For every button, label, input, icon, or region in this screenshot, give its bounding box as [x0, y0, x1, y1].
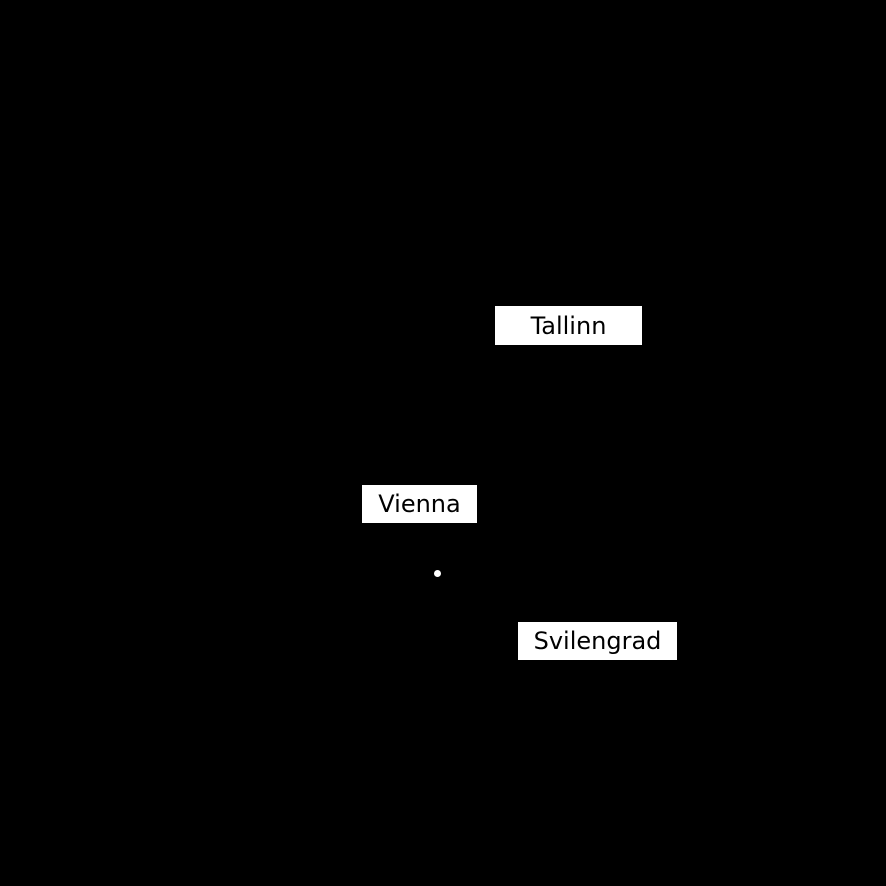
- city-label-vienna-text: Vienna: [378, 490, 461, 518]
- city-label-svilengrad[interactable]: Svilengrad: [518, 622, 677, 660]
- city-marker-vienna[interactable]: [434, 570, 441, 577]
- city-label-vienna[interactable]: Vienna: [362, 485, 477, 523]
- city-label-tallinn-text: Tallinn: [530, 311, 607, 340]
- city-label-svilengrad-text: Svilengrad: [533, 627, 662, 655]
- city-label-tallinn[interactable]: Tallinn: [495, 306, 642, 345]
